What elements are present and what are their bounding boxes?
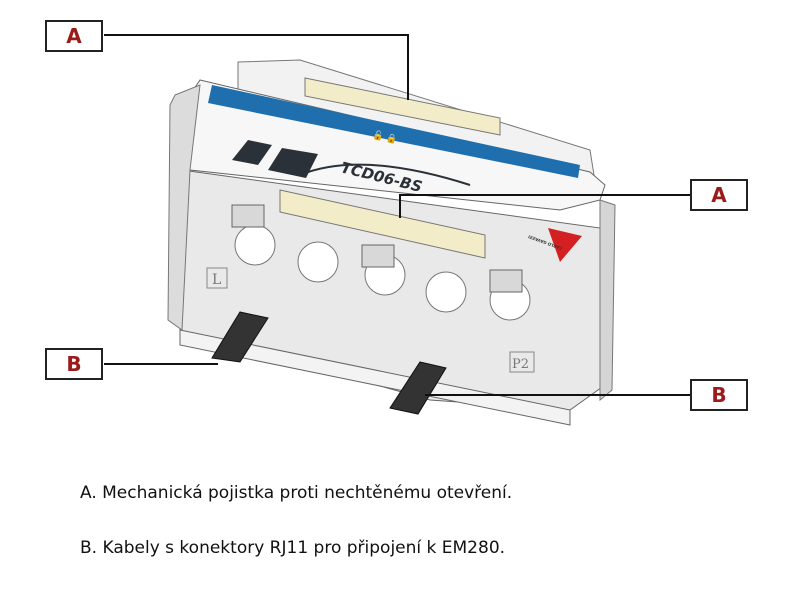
rj11-cable-right[interactable] (389, 361, 447, 415)
callout-b-left: B (45, 348, 103, 380)
rj11-ports (231, 204, 523, 293)
caption-a: A. Mechanická pojistka proti nechtěnému … (80, 483, 513, 503)
blue-band (208, 85, 580, 178)
brand-swoosh (299, 163, 471, 186)
port-label-l: L (212, 272, 221, 288)
brand-logo (548, 228, 582, 262)
device-illustration: 🔓 🔒 TCD06-BS CARLO GAVAZZI L P2 (104, 34, 690, 426)
callout-b-right: B (690, 379, 748, 411)
port-label-p2: P2 (512, 357, 529, 372)
device-right-side (599, 199, 616, 402)
caption-b: B. Kabely s konektory RJ11 pro připojení… (80, 538, 506, 558)
din-rail-base (179, 329, 571, 426)
callout-a-top: A (45, 20, 103, 52)
front-latch[interactable] (279, 189, 486, 259)
rj11-cable-left[interactable] (211, 311, 269, 363)
callout-a-right: A (690, 179, 748, 211)
brand-stripe-1 (232, 140, 272, 165)
brand-stripe-2 (268, 148, 318, 178)
top-latch[interactable] (304, 77, 501, 136)
leader-lines (104, 34, 690, 396)
